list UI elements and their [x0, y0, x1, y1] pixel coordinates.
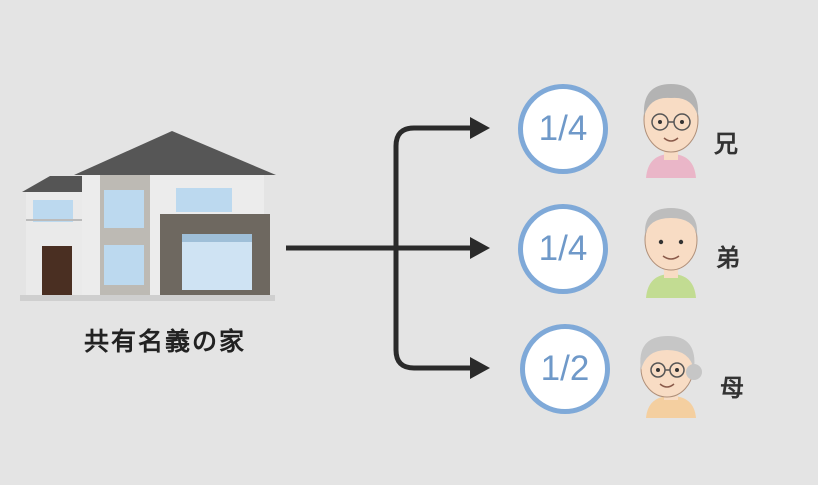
distribution-arrows	[286, 125, 472, 371]
arrow-head-top	[470, 117, 490, 139]
share-value: 1/4	[538, 109, 588, 148]
heir-name-older-brother: 兄	[714, 130, 738, 158]
share-value: 1/4	[538, 229, 588, 268]
arrow-head-bottom	[470, 357, 490, 379]
heir-name-younger-brother: 弟	[716, 244, 740, 272]
elderly-man-bald-icon	[643, 84, 699, 178]
share-circle-younger-brother: 1/4	[518, 204, 608, 294]
share-circle-mother: 1/2	[520, 324, 610, 414]
heir-name-mother: 母	[720, 374, 744, 402]
branch-line-top	[393, 125, 472, 250]
elderly-man-icon	[644, 208, 698, 298]
arrow-head-middle	[470, 237, 490, 259]
house-caption: 共有名義の家	[83, 327, 246, 356]
elderly-woman-icon	[640, 336, 702, 418]
share-circle-older-brother: 1/4	[518, 84, 608, 174]
share-value: 1/2	[540, 349, 590, 388]
branch-line-bottom	[393, 246, 472, 371]
house-icon	[20, 131, 276, 301]
